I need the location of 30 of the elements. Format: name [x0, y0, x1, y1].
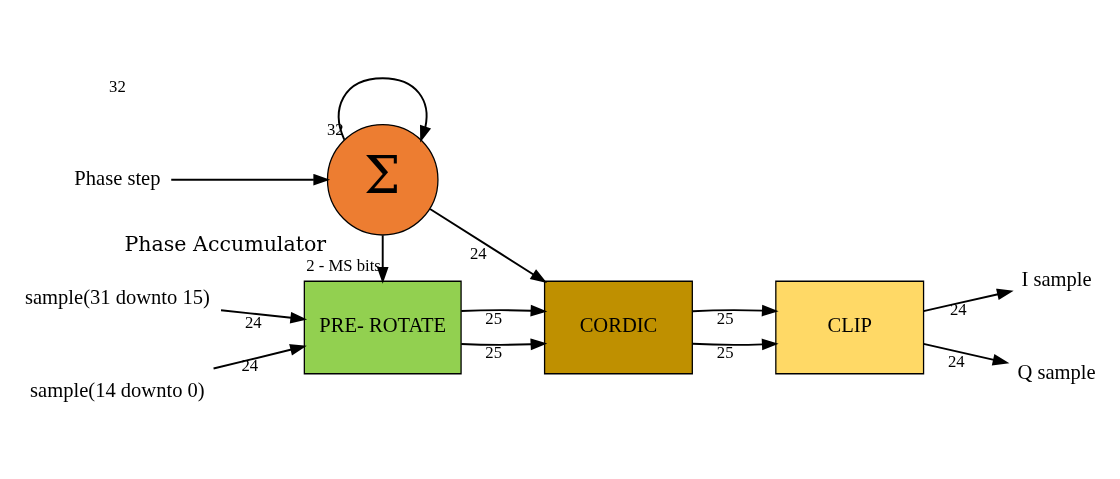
edge-label: 25 — [716, 308, 734, 328]
arrow — [376, 234, 389, 284]
arrow — [170, 173, 331, 186]
arrow — [212, 344, 307, 370]
edge-label: 25 — [485, 343, 503, 363]
arrow — [691, 304, 779, 317]
node-box: CORDIC — [543, 280, 693, 375]
arrow — [429, 208, 548, 284]
node-text: sample(31 downto 15) — [24, 286, 210, 309]
arrow — [460, 304, 548, 317]
arrow — [460, 338, 548, 351]
label: 32 — [109, 76, 126, 96]
node-text: I sample — [1021, 268, 1092, 291]
node-label: Phase Accumulator — [124, 232, 327, 257]
edge-label: 25 — [716, 343, 734, 363]
arrow — [220, 309, 308, 324]
arrow — [922, 342, 1010, 366]
node-box: CLIP — [775, 280, 925, 375]
node-box: PRE- ROTATE — [303, 280, 462, 375]
node-text: sample(14 downto 0) — [30, 378, 205, 401]
edge-label: 24 — [245, 313, 262, 333]
node-text: Phase step — [74, 166, 161, 189]
edge-label: 24 — [241, 355, 259, 375]
edge-label: 24 — [947, 351, 965, 371]
edge-label: 24 — [469, 243, 487, 263]
arrow — [691, 338, 779, 351]
node-text: Q sample — [1017, 360, 1096, 383]
arrow — [922, 288, 1014, 313]
arrow — [337, 77, 432, 143]
edge-label: 25 — [485, 308, 503, 328]
